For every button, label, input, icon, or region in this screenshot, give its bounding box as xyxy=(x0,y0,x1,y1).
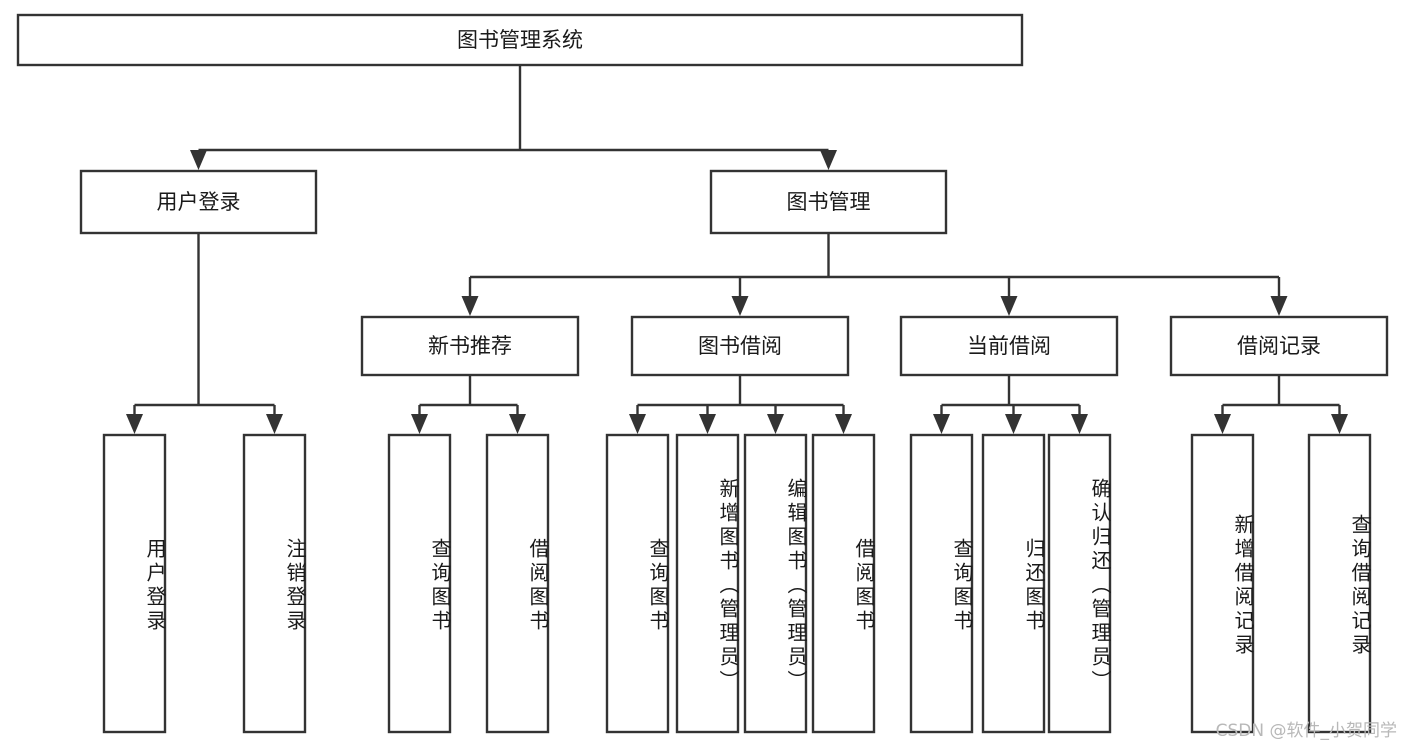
level3-node-0[interactable]: 新书推荐 xyxy=(360,315,580,377)
level2-node-0-label: 用户登录 xyxy=(157,190,241,214)
leaf-node-9-rect[interactable] xyxy=(981,433,1046,734)
arrow-level2-to-level3-2 xyxy=(1000,296,1018,316)
leaf-node-10-rect[interactable] xyxy=(1047,433,1112,734)
leaf-node-12[interactable] xyxy=(1307,433,1372,734)
arrow-level2-to-level3-1 xyxy=(731,296,749,316)
leaf-node-8[interactable] xyxy=(909,433,974,734)
arrow-current-borrow-to-leaf-2 xyxy=(1071,414,1088,434)
level3-node-1[interactable]: 图书借阅 xyxy=(630,315,850,377)
arrow-book-borrow-to-leaf-3 xyxy=(835,414,852,434)
leaf-node-6-rect[interactable] xyxy=(743,433,808,734)
arrow-borrow-record-to-leaf-1 xyxy=(1331,414,1348,434)
leaf-node-3[interactable] xyxy=(485,433,550,734)
level3-node-1-label: 图书借阅 xyxy=(698,334,782,358)
leaf-node-0-rect[interactable] xyxy=(102,433,167,734)
leaf-node-7[interactable] xyxy=(811,433,876,734)
arrow-current-borrow-to-leaf-1 xyxy=(1005,414,1022,434)
root-node[interactable]: 图书管理系统 xyxy=(16,13,1024,67)
arrow-borrow-record-to-leaf-0 xyxy=(1214,414,1231,434)
leaf-node-4-rect[interactable] xyxy=(605,433,670,734)
arrow-new-book-to-leaf-1 xyxy=(509,414,526,434)
level3-node-0-label: 新书推荐 xyxy=(428,334,512,358)
leaf-node-2-rect[interactable] xyxy=(387,433,452,734)
leaf-node-1[interactable] xyxy=(242,433,307,734)
level3-node-2-rect[interactable] xyxy=(899,315,1119,377)
level3-node-3-label: 借阅记录 xyxy=(1237,334,1321,358)
level2-node-0[interactable]: 用户登录 xyxy=(79,169,318,235)
leaf-node-6[interactable] xyxy=(743,433,808,734)
level3-node-3[interactable]: 借阅记录 xyxy=(1169,315,1389,377)
leaf-node-9[interactable] xyxy=(981,433,1046,734)
arrow-user-login-to-leaf-1 xyxy=(266,414,283,434)
level3-node-2[interactable]: 当前借阅 xyxy=(899,315,1119,377)
leaf-node-3-rect[interactable] xyxy=(485,433,550,734)
leaf-node-7-rect[interactable] xyxy=(811,433,876,734)
leaf-node-5-rect[interactable] xyxy=(675,433,740,734)
edges-layer xyxy=(126,65,1348,434)
leaf-node-5[interactable] xyxy=(675,433,740,734)
arrow-root-to-level2-0 xyxy=(190,150,207,170)
arrow-level2-to-level3-0 xyxy=(461,296,479,316)
leaf-node-12-rect[interactable] xyxy=(1307,433,1372,734)
level2-node-0-rect[interactable] xyxy=(79,169,318,235)
arrow-root-to-level2-1 xyxy=(820,150,837,170)
level2-node-1-rect[interactable] xyxy=(709,169,948,235)
root-node-rect[interactable] xyxy=(16,13,1024,67)
arrow-new-book-to-leaf-0 xyxy=(411,414,428,434)
arrow-level2-to-level3-3 xyxy=(1270,296,1288,316)
leaf-node-1-rect[interactable] xyxy=(242,433,307,734)
leaf-node-10[interactable] xyxy=(1047,433,1112,734)
leaf-node-4[interactable] xyxy=(605,433,670,734)
leaf-node-8-rect[interactable] xyxy=(909,433,974,734)
level3-node-2-label: 当前借阅 xyxy=(967,334,1051,358)
leaf-node-11[interactable] xyxy=(1190,433,1255,734)
arrow-user-login-to-leaf-0 xyxy=(126,414,143,434)
leaf-node-0[interactable] xyxy=(102,433,167,734)
level3-node-3-rect[interactable] xyxy=(1169,315,1389,377)
arrow-book-borrow-to-leaf-2 xyxy=(767,414,784,434)
level3-node-1-rect[interactable] xyxy=(630,315,850,377)
level3-node-0-rect[interactable] xyxy=(360,315,580,377)
level2-node-1-label: 图书管理 xyxy=(787,190,871,214)
arrow-book-borrow-to-leaf-1 xyxy=(699,414,716,434)
arrow-current-borrow-to-leaf-0 xyxy=(933,414,950,434)
leaf-node-2[interactable] xyxy=(387,433,452,734)
arrow-book-borrow-to-leaf-0 xyxy=(629,414,646,434)
root-node-label: 图书管理系统 xyxy=(457,28,583,52)
watermark-text: CSDN @软件_小贺同学 xyxy=(1215,721,1397,741)
leaf-node-11-rect[interactable] xyxy=(1190,433,1255,734)
level2-node-1[interactable]: 图书管理 xyxy=(709,169,948,235)
